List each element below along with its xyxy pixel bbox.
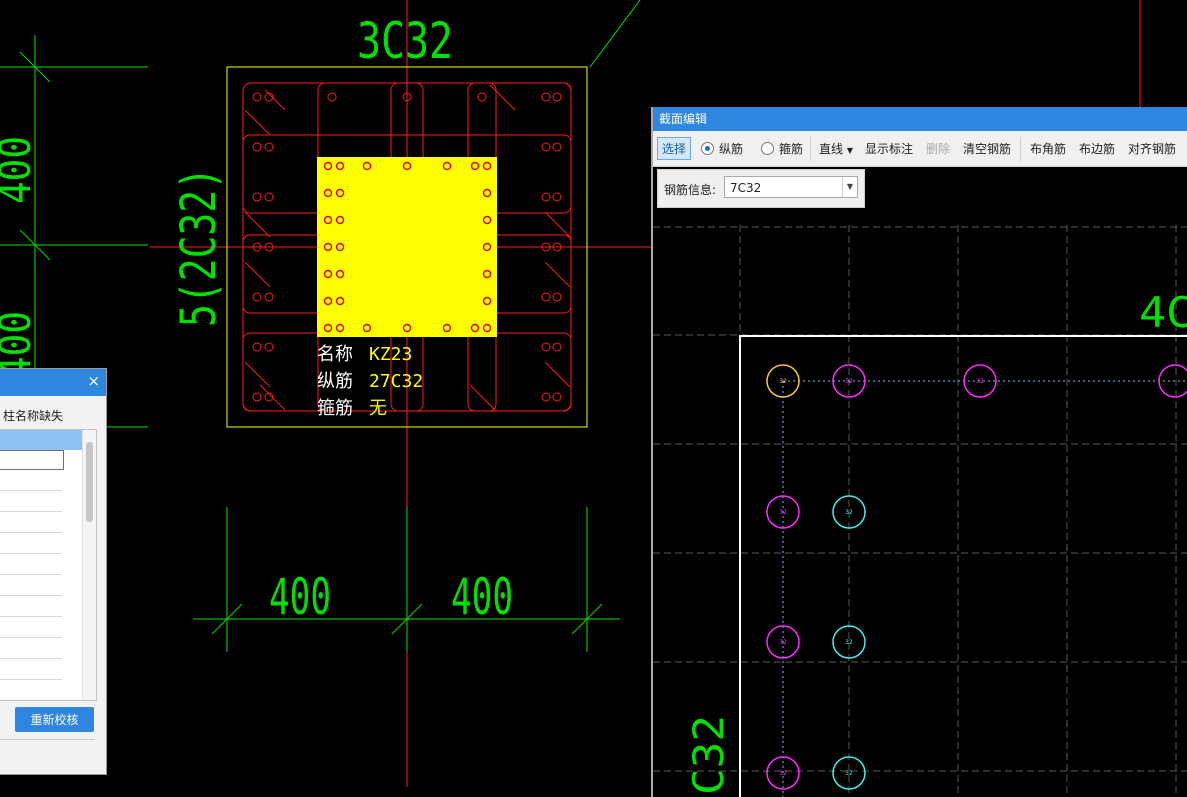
info-value-longitudinal: 27C32 <box>369 371 423 392</box>
section-editor-window: 截面编辑 选择 纵筋 箍筋 直线 ▼ 显示标注 删除 清空钢筋 布角筋 布边筋 … <box>651 107 1187 797</box>
bottom-dimension <box>193 507 620 652</box>
info-label-stirrup: 箍筋 <box>317 398 353 419</box>
bar-guides <box>782 380 1187 797</box>
section-outline <box>739 335 1187 797</box>
info-label-name: 名称 <box>317 344 353 365</box>
rebar-info-input[interactable]: 7C32 ▼ <box>724 176 858 198</box>
table-row[interactable] <box>0 617 62 638</box>
validation-grid[interactable] <box>0 429 97 701</box>
scrollbar-thumb[interactable] <box>86 442 93 522</box>
grid-scrollbar[interactable] <box>82 430 96 700</box>
table-row[interactable] <box>0 596 62 617</box>
stirrup-label: 箍筋 <box>779 142 804 156</box>
table-row[interactable] <box>0 659 62 680</box>
longitudinal-label: 纵筋 <box>719 142 744 156</box>
section-canvas[interactable]: 32 32 32 32 32 32 32 32 32 4C C32 <box>653 225 1187 797</box>
dim-right-value: 400 <box>451 568 513 626</box>
bar-mark: 32 <box>779 509 787 516</box>
toolbar-separator <box>1020 137 1021 161</box>
validation-dialog: × 柱名称缺失 重新校核 <box>0 368 107 775</box>
selected-column[interactable] <box>317 157 497 337</box>
outer-rebar <box>252 92 562 402</box>
chevron-down-icon[interactable]: ▼ <box>842 177 857 197</box>
radio-unchecked-icon <box>761 142 774 155</box>
show-labels-button[interactable]: 显示标注 <box>865 142 914 156</box>
section-bars[interactable] <box>766 364 1187 790</box>
recheck-button[interactable]: 重新校核 <box>15 707 94 732</box>
longitudinal-radio[interactable]: 纵筋 <box>701 140 743 157</box>
radio-checked-icon <box>701 142 714 155</box>
section-grid <box>653 225 1187 797</box>
rebar-info-panel: 钢筋信息: 7C32 ▼ <box>657 169 865 208</box>
column-info: 名称 KZ23 纵筋 27C32 箍筋 无 <box>317 344 423 419</box>
table-row[interactable] <box>0 512 62 533</box>
table-row[interactable] <box>0 554 62 575</box>
corner-rebar-button[interactable]: 布角筋 <box>1030 142 1067 156</box>
left-dim-bottom: 400 <box>0 311 41 379</box>
validation-message: 柱名称缺失 <box>3 409 64 423</box>
select-button[interactable]: 选择 <box>657 137 692 160</box>
delete-button[interactable]: 删除 <box>926 142 951 156</box>
stirrup-radio[interactable]: 箍筋 <box>761 140 803 157</box>
chevron-down-icon: ▼ <box>846 146 853 155</box>
table-row[interactable] <box>0 575 62 596</box>
bar-mark: 32 <box>779 639 787 646</box>
table-row[interactable] <box>0 638 62 659</box>
top-rebar-label: 3C32 <box>357 12 453 70</box>
info-value-name: KZ23 <box>369 344 412 365</box>
info-label-longitudinal: 纵筋 <box>317 371 353 392</box>
validation-dialog-titlebar[interactable]: × <box>0 369 106 396</box>
line-dropdown[interactable]: 直线 ▼ <box>819 140 853 157</box>
table-row[interactable] <box>0 450 64 470</box>
line-label: 直线 <box>819 142 844 156</box>
bar-mark: 32 <box>845 770 853 777</box>
section-editor-title[interactable]: 截面编辑 <box>653 107 1187 131</box>
edge-rebar-button[interactable]: 布边筋 <box>1079 142 1116 156</box>
dim-left-value: 400 <box>269 568 331 626</box>
close-icon[interactable]: × <box>87 372 100 390</box>
rebar-info-label: 钢筋信息: <box>664 183 717 197</box>
bar-mark: 32 <box>779 378 787 385</box>
table-row[interactable] <box>0 491 62 512</box>
divider <box>0 739 95 740</box>
bar-mark: 32 <box>845 509 853 516</box>
info-value-stirrup: 无 <box>369 398 387 419</box>
bar-mark: 32 <box>845 378 853 385</box>
bar-marks: 32 32 32 32 32 32 32 32 32 <box>779 378 984 777</box>
side-rebar-label: 5(2C32) <box>171 167 227 327</box>
table-row[interactable] <box>0 533 62 554</box>
left-dim-top: 400 <box>0 136 41 204</box>
bar-mark: 32 <box>845 639 853 646</box>
column-rebar <box>323 161 492 333</box>
bar-mark: 32 <box>779 770 787 777</box>
table-row[interactable] <box>0 470 62 491</box>
clear-rebar-button[interactable]: 清空钢筋 <box>963 142 1012 156</box>
bar-mark: 32 <box>976 378 984 385</box>
align-rebar-button[interactable]: 对齐钢筋 <box>1128 142 1177 156</box>
grid-header <box>0 430 96 450</box>
table-row[interactable] <box>0 680 62 700</box>
toolbar-separator <box>810 137 811 161</box>
rebar-info-value: 7C32 <box>730 181 762 195</box>
section-toolbar: 选择 纵筋 箍筋 直线 ▼ 显示标注 删除 清空钢筋 布角筋 布边筋 对齐钢筋 <box>653 131 1187 167</box>
column-outline <box>226 66 588 428</box>
section-top-label: 4C <box>1139 288 1187 337</box>
section-side-label: C32 <box>684 715 733 795</box>
